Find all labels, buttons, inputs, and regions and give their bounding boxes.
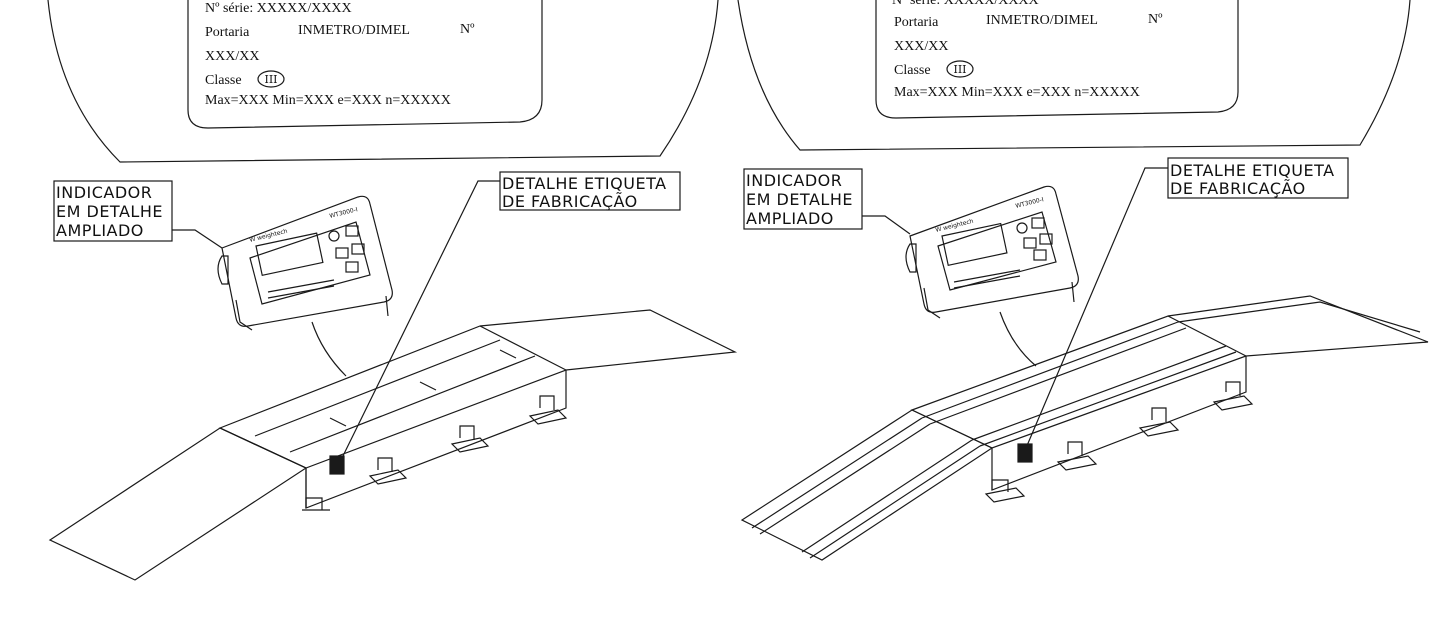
device-model: WT3000-I — [329, 206, 359, 220]
indicator-callout-2: INDICADOR EM DETALHE AMPLIADO — [743, 168, 911, 235]
label-callout-2-line1: DETALHE ETIQUETA — [1170, 161, 1335, 180]
plate-classe-symbol-2: III — [953, 63, 966, 76]
detail-bubble-2 — [737, 0, 1411, 151]
plate-portaria-value-2: INMETRO/DIMEL — [986, 13, 1098, 28]
plate-portaria-code-2: XXX/XX — [894, 39, 948, 54]
plate-portaria-label-2: Portaria — [894, 15, 939, 30]
label-callout-line2: DE FABRICAÇÃO — [502, 192, 638, 211]
plate-classe-label-2: Classe — [894, 63, 931, 78]
plate-classe-label: Classe — [205, 73, 242, 88]
indicator-callout-2-line1: INDICADOR — [746, 171, 842, 190]
plate-portaria-value: INMETRO/DIMEL — [298, 23, 410, 38]
fabrication-plate-2: Nº série: XXXXX/XXXX Portaria INMETRO/DI… — [875, 0, 1239, 119]
platform — [48, 309, 738, 581]
weighing-indicator: W weightech WT3000-I — [217, 195, 393, 377]
plate-specs: Max=XXX Min=XXX e=XXX n=XXXXX — [205, 93, 451, 108]
plate-classe-symbol: III — [264, 73, 277, 86]
right-panel: Nº série: XXXXX/XXXX Portaria INMETRO/DI… — [737, 0, 1429, 561]
label-callout-line1: DETALHE ETIQUETA — [502, 174, 667, 193]
device-model-2: WT3000-I — [1015, 196, 1045, 210]
indicator-callout: INDICADOR EM DETALHE AMPLIADO — [53, 180, 223, 249]
left-panel: Nº série: XXXXX/XXXX Portaria INMETRO/DI… — [47, 0, 738, 581]
plate-serie: Nº série: XXXXX/XXXX — [205, 1, 352, 16]
indicator-callout-line3: AMPLIADO — [56, 221, 144, 240]
label-callout-2: DETALHE ETIQUETA DE FABRICAÇÃO — [1025, 157, 1349, 449]
fabrication-plate: Nº série: XXXXX/XXXX Portaria INMETRO/DI… — [187, 0, 543, 129]
detail-bubble — [47, 0, 719, 163]
indicator-callout-line1: INDICADOR — [56, 183, 152, 202]
weighing-indicator-2: W weightech WT3000-I — [905, 185, 1079, 367]
indicator-callout-line2: EM DETALHE — [56, 202, 163, 221]
indicator-callout-2-line3: AMPLIADO — [746, 209, 834, 228]
plate-specs-2: Max=XXX Min=XXX e=XXX n=XXXXX — [894, 85, 1140, 100]
plate-serie-2: Nº série: XXXXX/XXXX — [892, 0, 1039, 8]
plate-portaria-no-2: Nº — [1148, 12, 1163, 27]
plate-portaria-code: XXX/XX — [205, 49, 259, 64]
plate-portaria-label: Portaria — [205, 25, 250, 40]
plate-portaria-no: Nº — [460, 22, 475, 37]
label-callout: DETALHE ETIQUETA DE FABRICAÇÃO — [339, 171, 681, 463]
label-callout-2-line2: DE FABRICAÇÃO — [1170, 179, 1306, 198]
indicator-callout-2-line2: EM DETALHE — [746, 190, 853, 209]
platform-2 — [740, 295, 1429, 561]
